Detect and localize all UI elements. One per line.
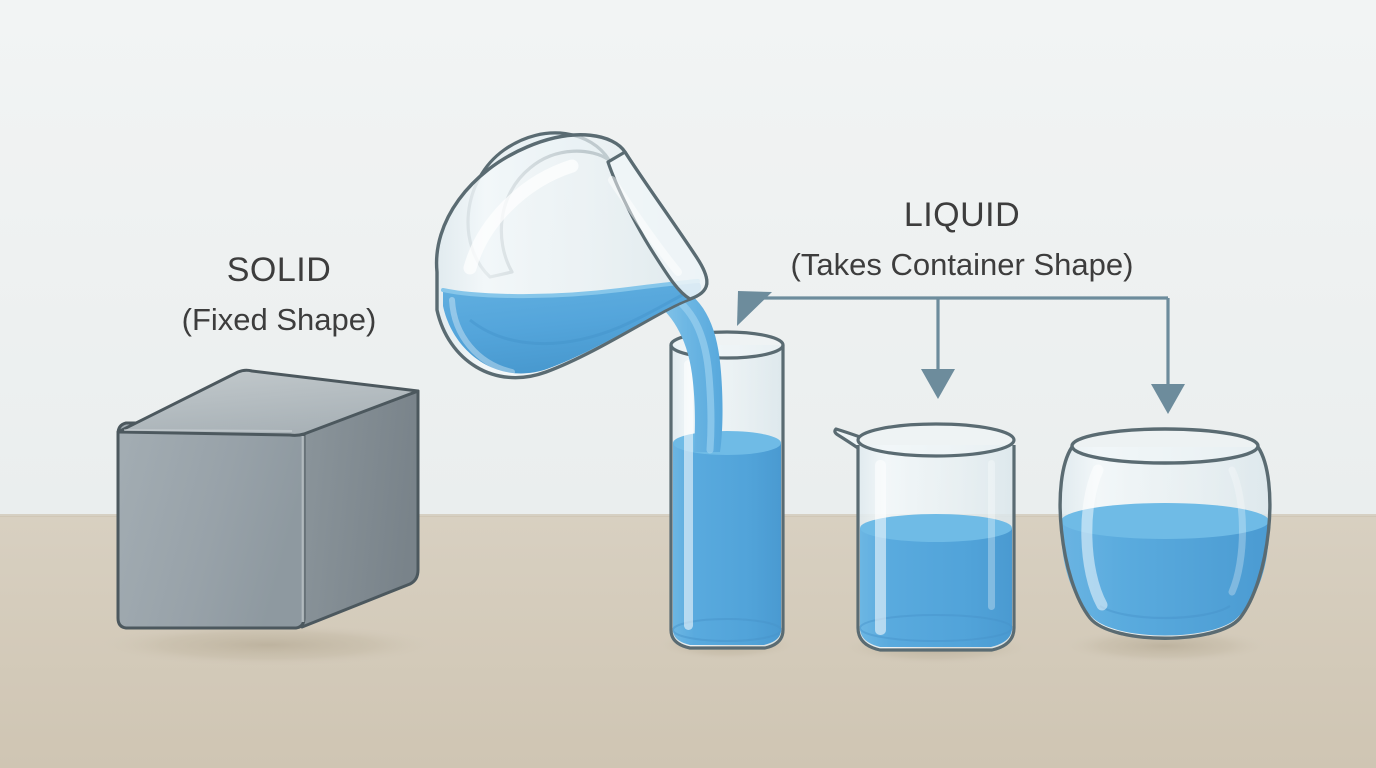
cylinder-highlight — [684, 360, 693, 630]
liquid-label-subtitle: (Takes Container Shape) — [791, 247, 1134, 282]
bowl-water — [1060, 521, 1270, 636]
bowl-rim — [1070, 427, 1260, 465]
bowl-highlight-right — [1228, 466, 1246, 596]
pitcher-highlight-inner — [608, 176, 682, 276]
beaker-spout — [833, 427, 861, 450]
bowl-outline — [1058, 446, 1272, 640]
beaker-bottom-inner — [859, 614, 1013, 642]
round-bowl — [1058, 427, 1272, 640]
beaker-rim — [856, 422, 1016, 458]
solid-cube — [116, 368, 420, 630]
cube-side-face — [300, 389, 420, 629]
solid-label: SOLID (Fixed Shape) — [182, 251, 377, 337]
pitcher — [434, 131, 709, 380]
pitcher-water-inner-shade — [469, 290, 689, 346]
water-stream — [652, 286, 723, 452]
tall-cylinder-glass — [669, 330, 785, 650]
arrow-head-left — [737, 291, 772, 326]
beaker-highlight-left — [875, 460, 886, 635]
solid-label-subtitle: (Fixed Shape) — [182, 302, 377, 337]
arrow-heads — [737, 291, 1185, 414]
solid-label-title: SOLID — [227, 251, 332, 289]
pitcher-highlight-bottom — [449, 297, 515, 375]
cube-top-face — [116, 368, 420, 437]
pouring-stream — [652, 286, 723, 454]
bowl-highlight-left — [1081, 464, 1108, 611]
pitcher-highlight-top — [463, 159, 579, 275]
cube-front-face — [116, 421, 306, 630]
bowl-water-surface — [1061, 503, 1269, 539]
cylinder-outline — [669, 345, 785, 650]
pitcher-water — [443, 281, 702, 374]
cube-shadow — [90, 623, 446, 667]
cylinder-water — [673, 443, 781, 645]
beaker-outline — [856, 445, 1016, 652]
beaker — [833, 422, 1016, 652]
arrow-head-middle — [921, 369, 955, 399]
arrow-head-right — [1151, 384, 1185, 414]
cube-top-highlight — [123, 429, 293, 432]
beaker-highlight-right — [988, 460, 995, 610]
water-stream-highlight — [668, 292, 715, 454]
bowl-bottom-inner — [1099, 605, 1231, 620]
liquid-label: LIQUID (Takes Container Shape) — [791, 196, 1134, 282]
bowl-shadow — [1057, 628, 1273, 664]
beaker-water — [860, 528, 1012, 647]
beaker-water-surface — [860, 514, 1012, 542]
liquid-label-title: LIQUID — [904, 196, 1020, 234]
cylinder-bottom-inner — [672, 618, 782, 642]
